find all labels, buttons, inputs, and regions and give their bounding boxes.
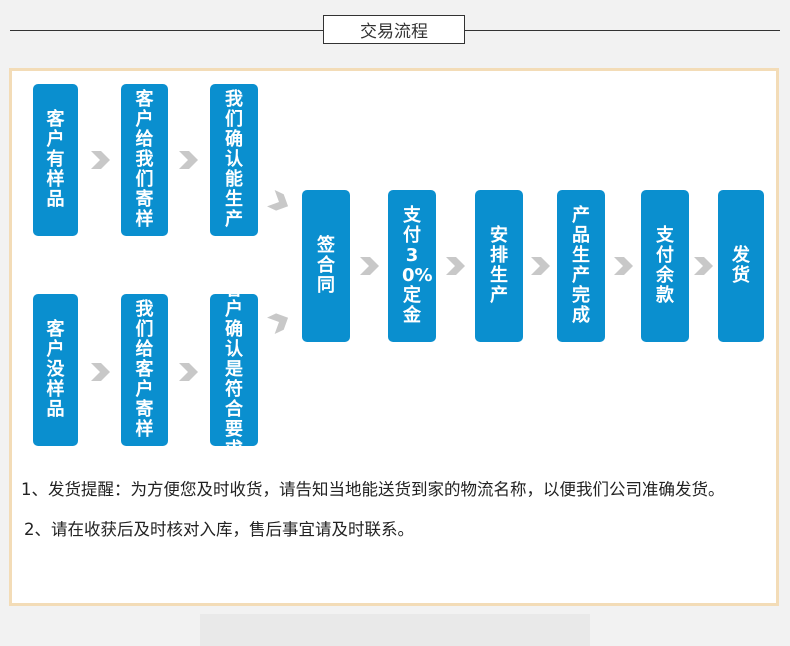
step-customer-sends-sample: 客户给我们寄样 <box>121 84 168 236</box>
chevron-right-icon <box>360 257 379 275</box>
note-after-sales: 2、请在收获后及时核对入库，售后事宜请及时联系。 <box>24 520 414 539</box>
step-arrange-production: 安排生产 <box>475 190 523 342</box>
step-label: 客户确认是符合要求 <box>225 279 243 460</box>
step-customer-confirms: 客户确认是符合要求 <box>210 280 258 460</box>
step-label: 我们确认能生产 <box>225 89 243 230</box>
chevron-right-icon <box>91 363 110 381</box>
step-we-send-sample: 我们给客户寄样 <box>121 294 168 446</box>
title-rule-right <box>465 30 780 31</box>
chevron-right-icon <box>179 363 198 381</box>
step-label: 签合同 <box>317 235 335 296</box>
chevron-right-icon <box>614 257 633 275</box>
step-label: 客户有样品 <box>46 109 65 210</box>
step-label: 支付余款 <box>656 225 674 306</box>
note-shipping-reminder: 1、发货提醒：为方便您及时收货，请告知当地能送货到家的物流名称，以便我们公司准确… <box>21 480 725 499</box>
step-label: 客户给我们寄样 <box>135 89 154 230</box>
chevron-right-icon <box>91 151 110 169</box>
step-label: 我们给客户寄样 <box>135 299 154 440</box>
step-ship: 发货 <box>718 190 764 342</box>
chevron-right-icon <box>446 257 465 275</box>
step-label: 发货 <box>732 245 750 286</box>
chevron-right-icon <box>694 257 713 275</box>
page-title: 交易流程 <box>323 15 465 44</box>
step-pay-balance: 支付余款 <box>641 190 689 342</box>
step-sign-contract: 签合同 <box>302 190 350 342</box>
step-label: 支付30%定金 <box>402 205 433 326</box>
step-label: 安排生产 <box>490 225 508 306</box>
chevron-right-icon <box>531 257 550 275</box>
step-label: 客户没样品 <box>46 319 65 420</box>
step-customer-no-sample: 客户没样品 <box>33 294 78 446</box>
chevron-right-icon <box>179 151 198 169</box>
step-customer-has-sample: 客户有样品 <box>33 84 78 236</box>
title-rule-left <box>10 30 323 31</box>
footer-strip <box>200 614 590 646</box>
step-production-complete: 产品生产完成 <box>557 190 605 342</box>
step-pay-deposit: 支付30%定金 <box>388 190 436 342</box>
chevron-up-right-icon <box>267 313 289 334</box>
chevron-down-right-icon <box>267 190 289 211</box>
step-confirm-production: 我们确认能生产 <box>210 84 258 236</box>
step-label: 产品生产完成 <box>572 205 590 326</box>
